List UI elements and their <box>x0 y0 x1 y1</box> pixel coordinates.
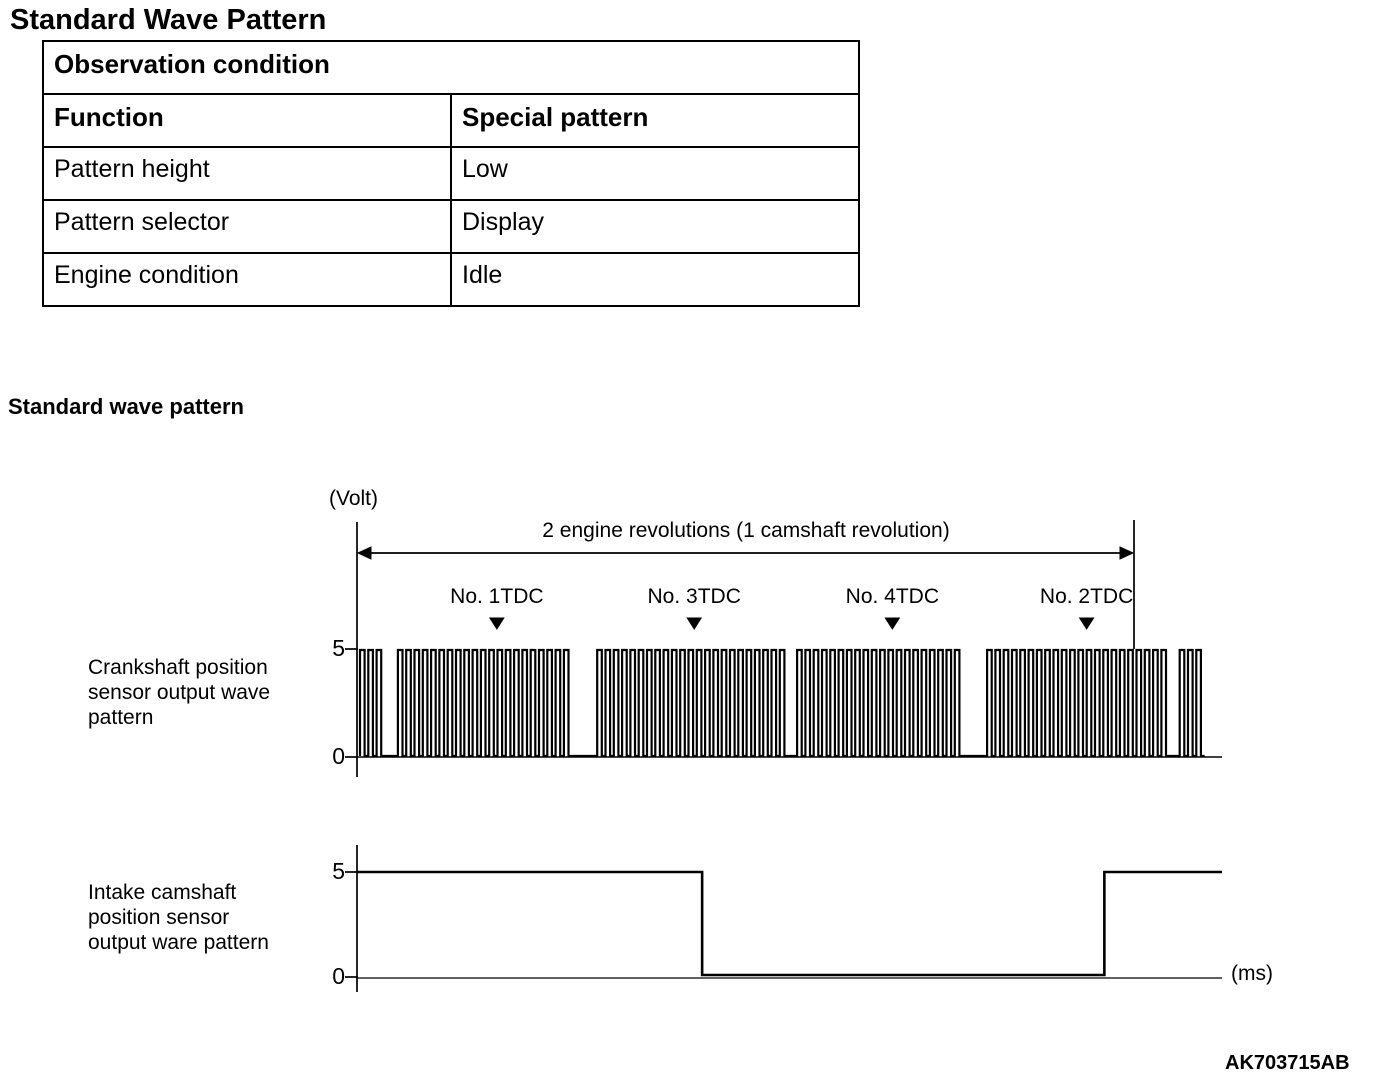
volt-unit-label: (Volt) <box>329 487 379 510</box>
camshaft-trace-label-line2: position sensor <box>88 906 230 929</box>
crankshaft-trace-label-line3: pattern <box>88 706 154 729</box>
table-cell-pattern-height: Pattern height <box>42 146 452 201</box>
camshaft-trace-label-line1: Intake camshaft <box>88 881 237 904</box>
page-title: Standard Wave Pattern <box>10 4 327 36</box>
tdc-label-no2: No. 2TDC <box>1039 585 1134 608</box>
tdc-marker-triangle <box>686 617 703 630</box>
table-row: Engine condition Idle <box>42 252 860 307</box>
table-cell-pattern-height-value: Low <box>450 146 860 201</box>
tdc-marker-triangle <box>488 617 505 630</box>
table-cell-engine-condition-value: Idle <box>450 252 860 307</box>
table-cell-engine-condition: Engine condition <box>42 252 452 307</box>
tdc-marker-triangle <box>1078 617 1095 630</box>
observation-condition-table: Observation condition Function Special p… <box>42 40 860 307</box>
span-arrowhead-right <box>1119 546 1135 560</box>
engine-revolutions-span-label: 2 engine revolutions (1 camshaft revolut… <box>542 519 950 542</box>
crankshaft-trace-label-line1: Crankshaft position <box>88 656 268 679</box>
tdc-marker-triangle <box>884 617 901 630</box>
table-cell-pattern-selector: Pattern selector <box>42 199 452 254</box>
span-arrowhead-left <box>356 546 372 560</box>
tdc-label-no4: No. 4TDC <box>845 585 940 608</box>
ms-unit-label: (ms) <box>1231 962 1273 985</box>
cam-axis-tick-0: 0 <box>332 963 345 989</box>
camshaft-trace-label: Intake camshaft position sensor output w… <box>88 880 269 955</box>
crank-axis-tick-0: 0 <box>332 743 345 769</box>
cam-axis-tick-5: 5 <box>332 858 345 884</box>
crank-axis-tick-5: 5 <box>332 635 345 661</box>
table-row: Function Special pattern <box>42 93 860 148</box>
figure-caption: Standard wave pattern <box>8 394 244 419</box>
cam-trace <box>357 870 1222 977</box>
table-row: Pattern selector Display <box>42 199 860 254</box>
tdc-label-no1: No. 1TDC <box>450 585 544 608</box>
table-col-function: Function <box>42 93 452 148</box>
crank-pulse-train <box>358 648 1205 758</box>
crankshaft-trace-label-line2: sensor output wave <box>88 681 271 704</box>
tdc-label-no3: No. 3TDC <box>647 585 741 608</box>
crankshaft-trace-label: Crankshaft position sensor output wave p… <box>88 655 270 730</box>
camshaft-trace-label-line3: output ware pattern <box>88 931 269 954</box>
table-header-observation-condition: Observation condition <box>42 40 860 95</box>
table-row: Observation condition <box>42 40 860 95</box>
table-cell-pattern-selector-value: Display <box>450 199 860 254</box>
table-col-special-pattern: Special pattern <box>450 93 860 148</box>
figure-code: AK703715AB <box>1225 1052 1350 1074</box>
table-row: Pattern height Low <box>42 146 860 201</box>
